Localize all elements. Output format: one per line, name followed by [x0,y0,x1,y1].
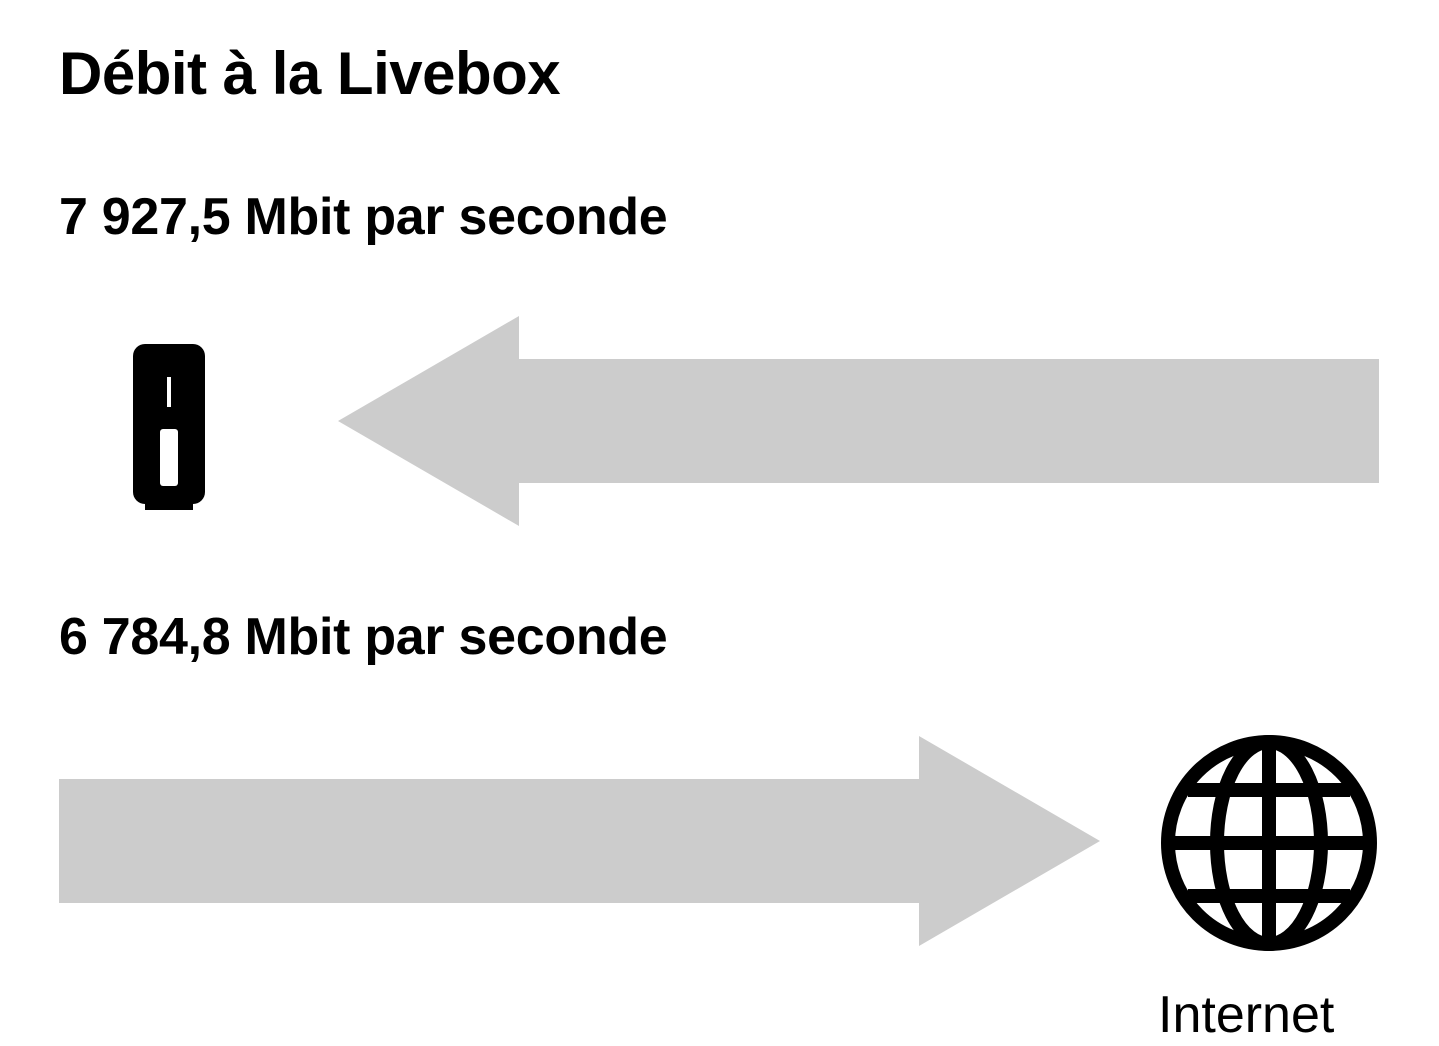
download-rate: 7 927,5 Mbit par seconde [59,188,668,246]
page-title: Débit à la Livebox [59,40,561,107]
livebox-router-icon [133,344,205,510]
arrow-left-icon [338,316,1379,526]
arrow-right-icon [59,736,1100,946]
upload-rate: 6 784,8 Mbit par seconde [59,608,668,666]
globe-icon [1158,732,1380,954]
internet-label: Internet [1158,986,1335,1044]
